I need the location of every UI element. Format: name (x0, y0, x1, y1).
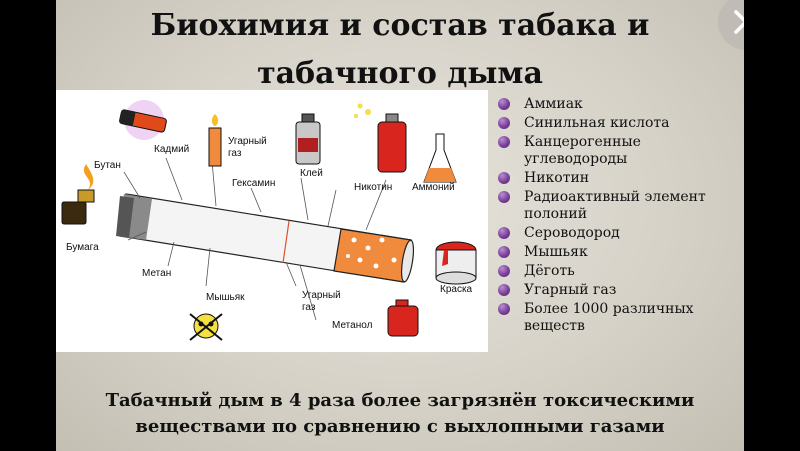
list-item-text: Угарный газ (524, 282, 617, 298)
lighter-icon (61, 164, 95, 225)
skull-icon (189, 313, 223, 341)
leader-lines (123, 149, 387, 321)
list-item: Никотин (496, 170, 736, 187)
close-icon (734, 10, 744, 34)
slide-title-line-2: табачного дыма (257, 56, 543, 91)
glue-bottle-icon (295, 113, 321, 165)
list-item: Сероводород (496, 225, 736, 242)
sphere-bullet-icon (498, 172, 510, 184)
list-item: Аммиак (496, 96, 736, 113)
label-metan: Метан (142, 268, 171, 279)
list-item-text: Канцерогенные углеводороды (524, 134, 641, 167)
label-nikotin: Никотин (354, 182, 392, 193)
footer-line-1: Табачный дым в 4 раза более загрязнён то… (105, 390, 695, 411)
label-ammoniy: Аммоний (412, 182, 455, 193)
list-item: Синильная кислота (496, 115, 736, 132)
sphere-bullet-icon (498, 136, 510, 148)
label-ugarny-gaz-top-2: газ (228, 148, 242, 159)
cigarette-illustration: Бутан Кадмий Угарный газ Гексамин Клей Н… (56, 90, 488, 352)
label-metanol: Метанол (332, 320, 373, 331)
list-item: Более 1000 различных веществ (496, 301, 736, 335)
presentation-slide: Биохимия и состав табака и табачного дым… (56, 0, 744, 451)
sphere-bullet-icon (498, 284, 510, 296)
list-item: Канцерогенные углеводороды (496, 134, 736, 168)
sphere-bullet-icon (498, 227, 510, 239)
label-butan: Бутан (94, 160, 121, 171)
label-ugarny-gaz-bottom-1: Угарный (302, 290, 341, 301)
candle-icon (208, 114, 222, 167)
list-item: Дёготь (496, 263, 736, 280)
list-item: Мышьяк (496, 244, 736, 261)
sphere-bullet-icon (498, 117, 510, 129)
sphere-bullet-icon (498, 246, 510, 258)
list-item-text: Радиоактивный элемент полоний (524, 189, 706, 222)
label-geksamin: Гексамин (232, 178, 275, 189)
label-bumaga: Бумага (66, 242, 99, 253)
slide-footer-text: Табачный дым в 4 раза более загрязнён то… (76, 388, 724, 440)
label-kraska: Краска (440, 284, 473, 295)
list-item-text: Дёготь (524, 263, 575, 279)
label-ugarny-gaz-bottom-2: газ (302, 302, 316, 313)
paint-bucket-icon (435, 241, 477, 285)
list-item: Радиоактивный элемент полоний (496, 189, 736, 223)
label-myshyak: Мышьяк (206, 292, 245, 303)
label-kadmiy: Кадмий (154, 144, 189, 155)
sphere-bullet-icon (498, 191, 510, 203)
list-item-text: Более 1000 различных веществ (524, 301, 694, 334)
list-item-text: Аммиак (524, 96, 583, 112)
footer-line-2: веществами по сравнению с выхлопными газ… (135, 416, 665, 437)
sphere-bullet-icon (498, 98, 510, 110)
label-kley: Клей (300, 168, 323, 179)
slide-title: Биохимия и состав табака и табачного дым… (56, 2, 744, 98)
cigarette-icon (116, 193, 415, 283)
list-item: Угарный газ (496, 282, 736, 299)
spray-can-icon (354, 103, 407, 173)
sphere-bullet-icon (498, 265, 510, 277)
list-item-text: Мышьяк (524, 244, 588, 260)
slide-title-line-1: Биохимия и состав табака и (150, 8, 650, 43)
list-item-text: Никотин (524, 170, 590, 186)
list-item-text: Сероводород (524, 225, 620, 241)
tobacco-components-list: Аммиак Синильная кислота Канцерогенные у… (496, 96, 736, 337)
sphere-bullet-icon (498, 303, 510, 315)
list-item-text: Синильная кислота (524, 115, 670, 131)
battery-icon (119, 100, 167, 140)
fuel-canister-icon (387, 299, 419, 337)
flask-icon (423, 133, 457, 183)
label-ugarny-gaz-top-1: Угарный (228, 136, 267, 147)
